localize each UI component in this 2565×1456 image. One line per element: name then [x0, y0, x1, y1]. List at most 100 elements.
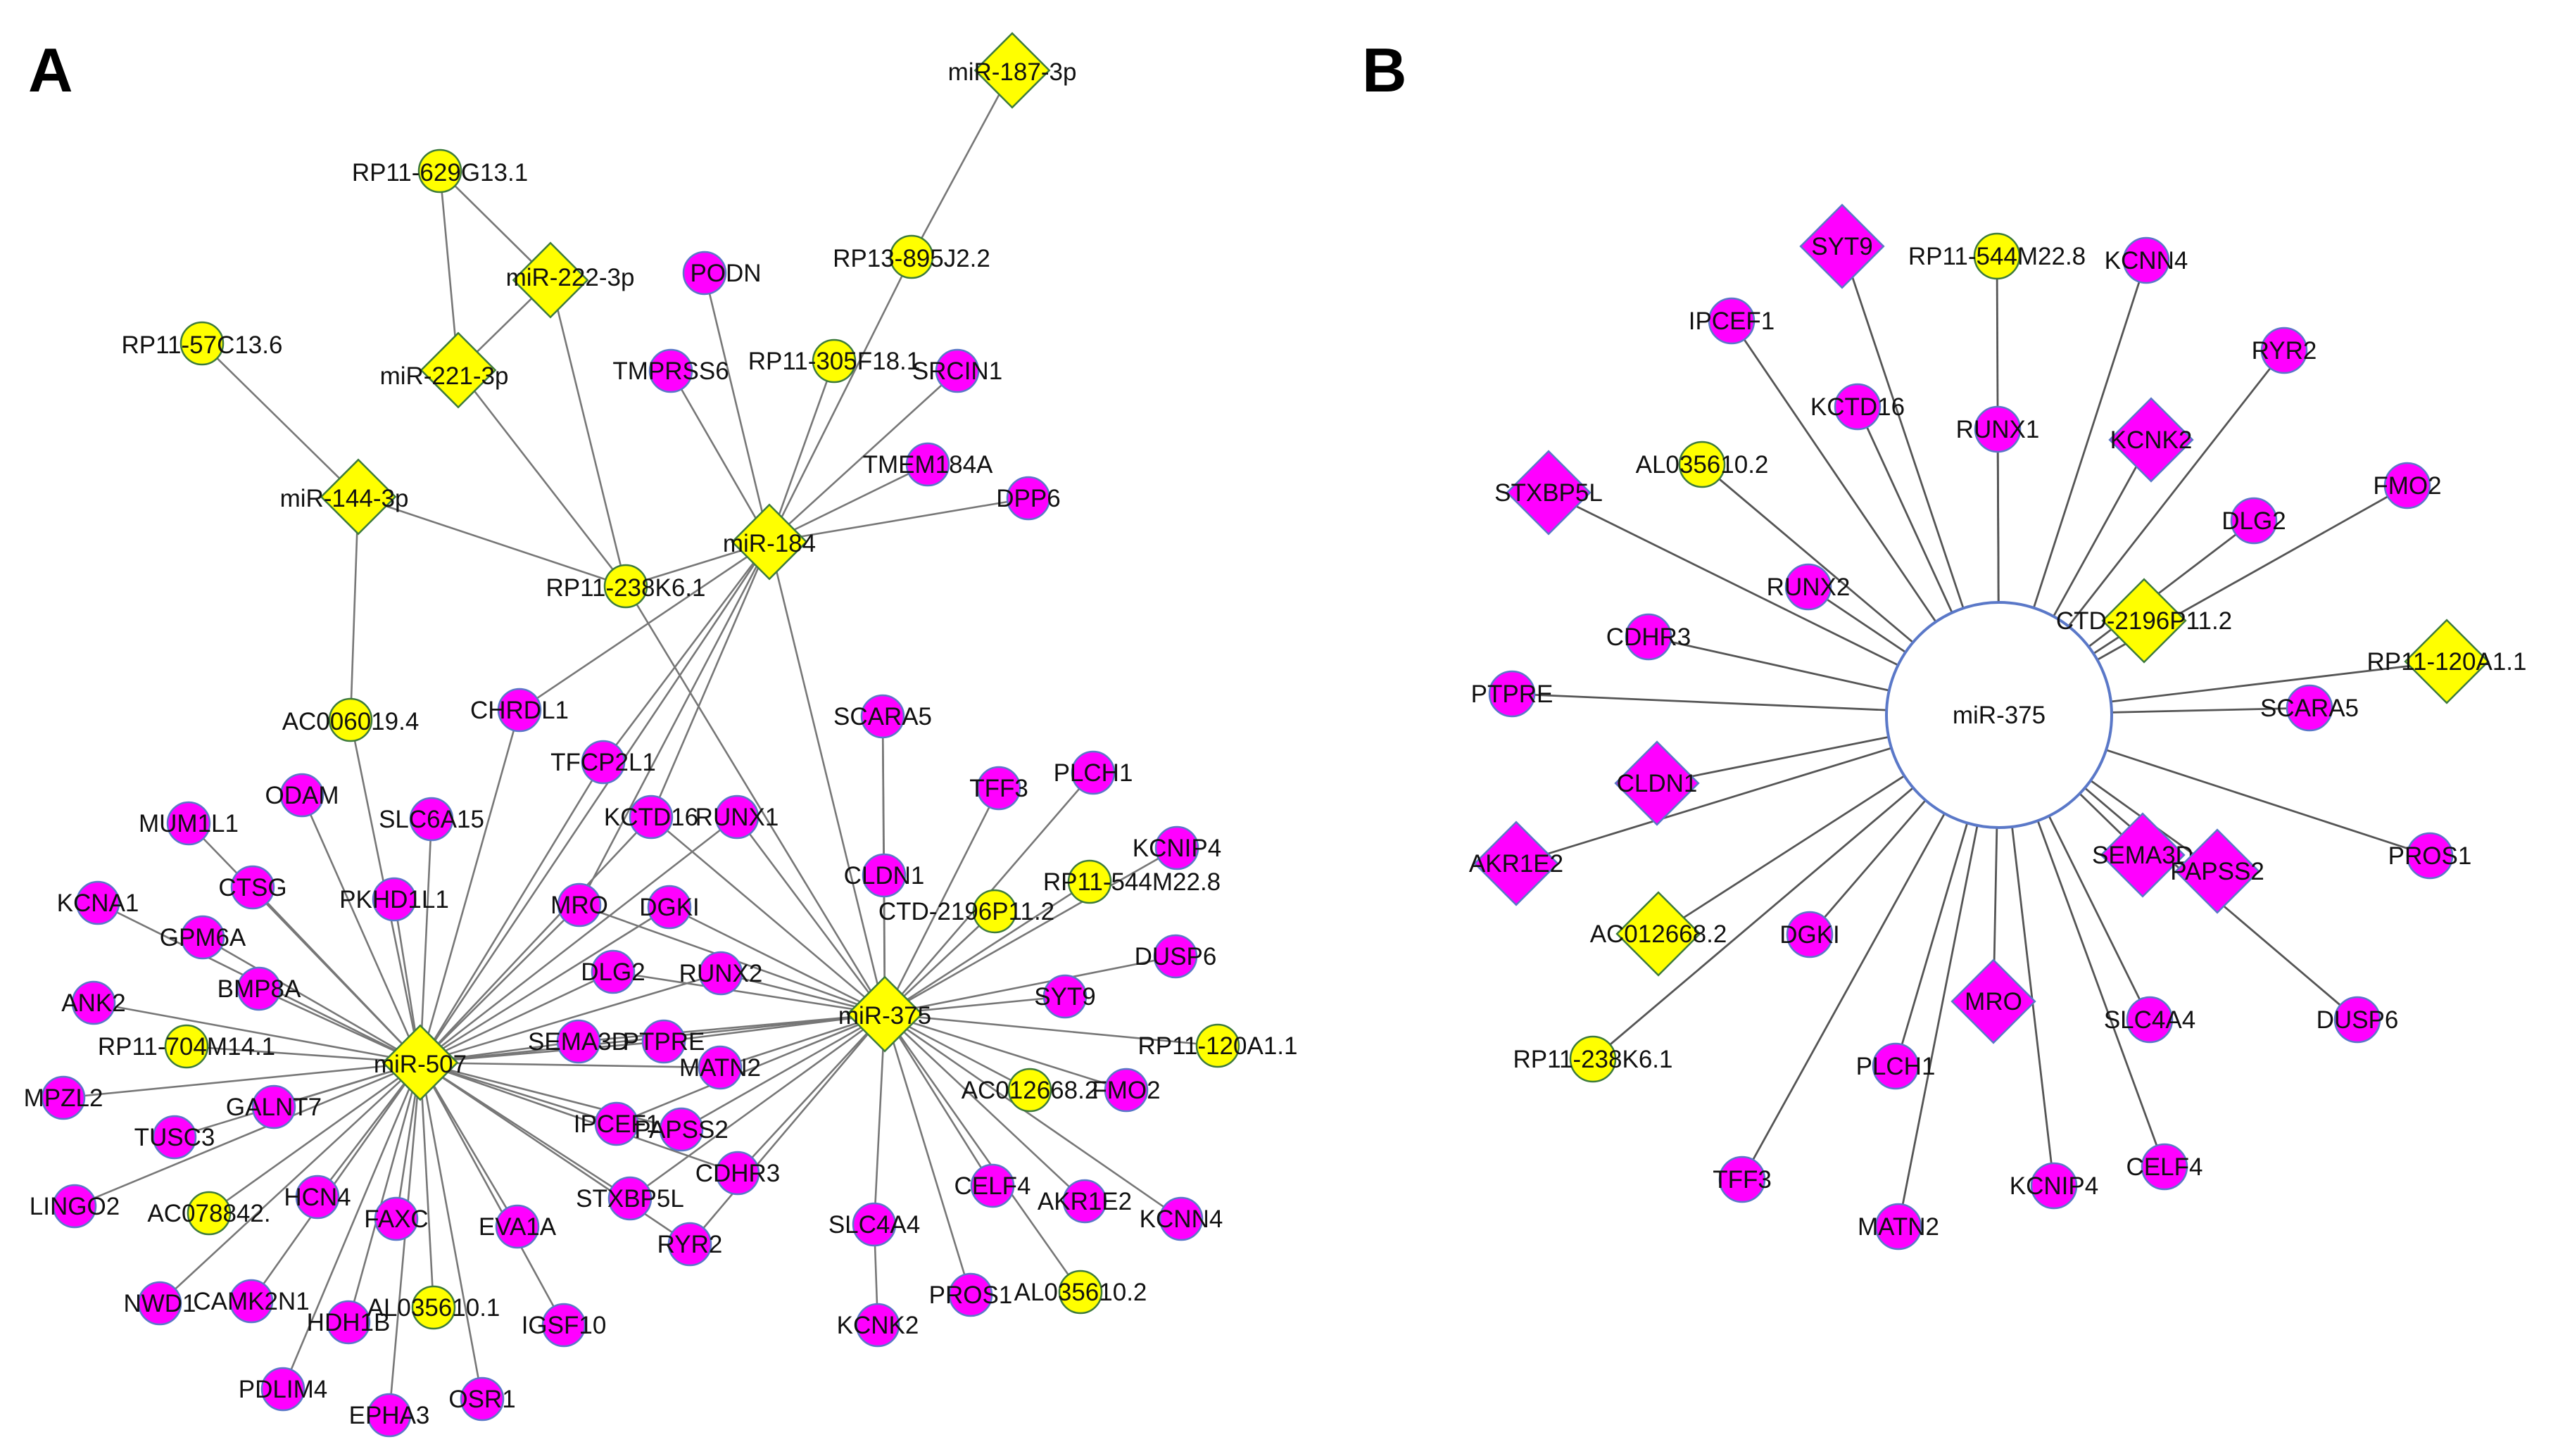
panel-a-node-label: CTSG	[218, 874, 286, 901]
panel-a-node-kctd16: KCTD16	[604, 795, 698, 840]
panel-b-node-b-dgki: DGKI	[1779, 911, 1840, 958]
panel-a-node-ac078842: AC078842.	[147, 1191, 271, 1236]
panel-a-node-label: RUNX1	[695, 804, 779, 831]
panel-a-node-label: TFF3	[969, 775, 1028, 802]
panel-a-circle-marker	[180, 915, 225, 960]
panel-a-node-mir507: miR-507	[374, 1024, 467, 1101]
panel-b-diamond-marker	[1614, 740, 1700, 826]
panel-b-node-b-sema3d: SEMA3D	[2092, 812, 2193, 898]
panel-a-node-label: SCARA5	[833, 703, 932, 730]
panel-b-node-b-rp11-544: RP11-544M22.8	[1908, 232, 2086, 280]
panel-a-node-label: GPM6A	[160, 924, 246, 951]
panel-a-node-mir144: miR-144-3p	[280, 458, 409, 536]
panel-a-node-kcna1: KCNA1	[57, 880, 139, 925]
panel-b-node-label: DLG2	[2221, 507, 2286, 535]
panel-a-circle-marker	[374, 1196, 419, 1241]
panel-a-node-plch1: PLCH1	[1054, 750, 1133, 795]
panel-a-edge	[737, 1013, 886, 1174]
panel-b-node-b-tff3: TFF3	[1713, 1156, 1772, 1203]
panel-b-circle-marker	[2260, 327, 2308, 374]
panel-b-circle-marker	[1974, 405, 2022, 453]
panel-b-node-label: PTPRE	[1471, 680, 1554, 708]
panel-b-node-label: PROS1	[2388, 842, 2472, 870]
panel-b-node-b-kcnk2: KCNK2	[2108, 397, 2194, 483]
panel-a-edge	[612, 970, 886, 1015]
panel-a-edge	[301, 795, 422, 1063]
panel-b-circle-marker	[2126, 996, 2174, 1044]
panel-a-node-label: miR-144-3p	[280, 485, 409, 512]
panel-a-diamond-marker	[731, 503, 808, 581]
panel-a-node-label: RP13-895J2.2	[833, 245, 990, 272]
panel-a-circle-marker	[411, 1285, 456, 1330]
panel-a-edge	[347, 1062, 422, 1323]
panel-a-circle-marker	[1058, 1270, 1103, 1315]
panel-a-node-label: HCN4	[284, 1184, 351, 1211]
panel-a-node-ac012668: AC012668.2	[962, 1068, 1098, 1113]
panel-a-node-label: DLG2	[581, 958, 645, 986]
panel-b-node-b-cldn1: CLDN1	[1614, 740, 1700, 826]
panel-a-diamond-marker	[420, 331, 497, 409]
panel-a-edge	[419, 1062, 565, 1326]
panel-a-node-label: AL035610.2	[1014, 1279, 1147, 1306]
panel-a-node-label: RYR2	[657, 1231, 723, 1258]
panel-a-edge	[884, 1013, 1182, 1220]
panel-a-node-label: miR-184	[723, 530, 816, 557]
panel-a-node-nwd1: NWD1	[123, 1281, 196, 1326]
panel-a-node-al035610a: AL035610.1	[367, 1285, 500, 1330]
panel-a-edge	[884, 1013, 1085, 1202]
panel-b-diamond-marker	[1615, 891, 1701, 977]
panel-b-circle-marker	[1708, 297, 1756, 345]
panel-a-node-osr1: OSR1	[448, 1376, 516, 1422]
panel-a-node-label: FMO2	[1092, 1077, 1160, 1104]
panel-a-circle-marker	[852, 1202, 897, 1247]
panel-a-node-hcn4: HCN4	[284, 1175, 351, 1220]
panel-a-circle-marker	[166, 801, 211, 846]
panel-a-node-rp11-629: RP11-629G13.1	[352, 148, 528, 194]
panel-a-node-cldn1: CLDN1	[844, 853, 924, 898]
panel-a-circle-marker	[1153, 934, 1198, 979]
panel-b-node-b-ctd2196: CTD-2196P11.2	[2056, 578, 2232, 664]
panel-b-node-label: SLC4A4	[2104, 1006, 2195, 1034]
panel-b-circle-marker	[1872, 1042, 1920, 1090]
panel-b-node-b-dusp6: DUSP6	[2317, 996, 2398, 1044]
panel-b-node-b-celf4: CELF4	[2126, 1143, 2202, 1191]
panel-a-node-label: IGSF10	[522, 1312, 607, 1339]
panel-a-edge	[549, 279, 627, 587]
panel-a-node-label: KCNA1	[57, 890, 139, 917]
panel-a-circle-marker	[594, 1101, 639, 1146]
panel-a-circle-marker	[557, 882, 602, 928]
panel-a-node-label: AC078842.	[147, 1200, 270, 1227]
panel-b-node-b-rp11-120: RP11-120A1.1	[2367, 619, 2527, 704]
panel-b-node-label: RUNX2	[1767, 574, 1851, 601]
panel-a-node-label: miR-507	[374, 1051, 467, 1078]
panel-a-circle-marker	[948, 1272, 993, 1317]
panel-a-node-mir184: miR-184	[723, 503, 816, 581]
panel-a-node-label: SLC6A15	[379, 806, 484, 833]
panel-a-node-label: DPP6	[996, 485, 1060, 512]
panel-a-node-label: CAMK2N1	[193, 1288, 309, 1315]
panel-a-circle-marker	[541, 1303, 586, 1348]
panel-a-node-label: EVA1A	[479, 1213, 557, 1241]
panel-a-node-label: PKHD1L1	[339, 886, 449, 913]
panel-a-node-tusc3: TUSC3	[134, 1115, 215, 1160]
panel-a-edge	[420, 1061, 721, 1069]
panel-a-edge	[602, 541, 771, 763]
panel-a-node-label: KCNN4	[1140, 1205, 1223, 1233]
panel-b-diamond-marker	[1506, 450, 1592, 536]
panel-a-edge	[201, 343, 359, 498]
panel-a-edge	[624, 585, 886, 1015]
panel-a-circle-marker	[715, 1151, 760, 1196]
panel-a-node-label: TMEM184A	[863, 451, 993, 479]
panel-a-node-rp11-704: RP11-704M14.1	[98, 1024, 275, 1069]
panel-a-circle-marker	[417, 148, 462, 194]
panel-b-node-b-fmo2: FMO2	[2373, 462, 2442, 509]
panel-a-node-ptpre: PTPRE	[623, 1019, 705, 1064]
panel-a-edge	[883, 1013, 1082, 1293]
panel-a-circle-marker	[855, 1303, 900, 1348]
panel-a-edge	[736, 816, 886, 1015]
panel-a-node-label: GALNT7	[226, 1094, 322, 1121]
panel-a-node-matn2: MATN2	[679, 1045, 761, 1090]
panel-b-node-b-ptpre: PTPRE	[1471, 670, 1554, 718]
panel-a-node-epha3: EPHA3	[349, 1393, 429, 1438]
panel-a-node-srcin1: SRCIN1	[912, 348, 1002, 393]
